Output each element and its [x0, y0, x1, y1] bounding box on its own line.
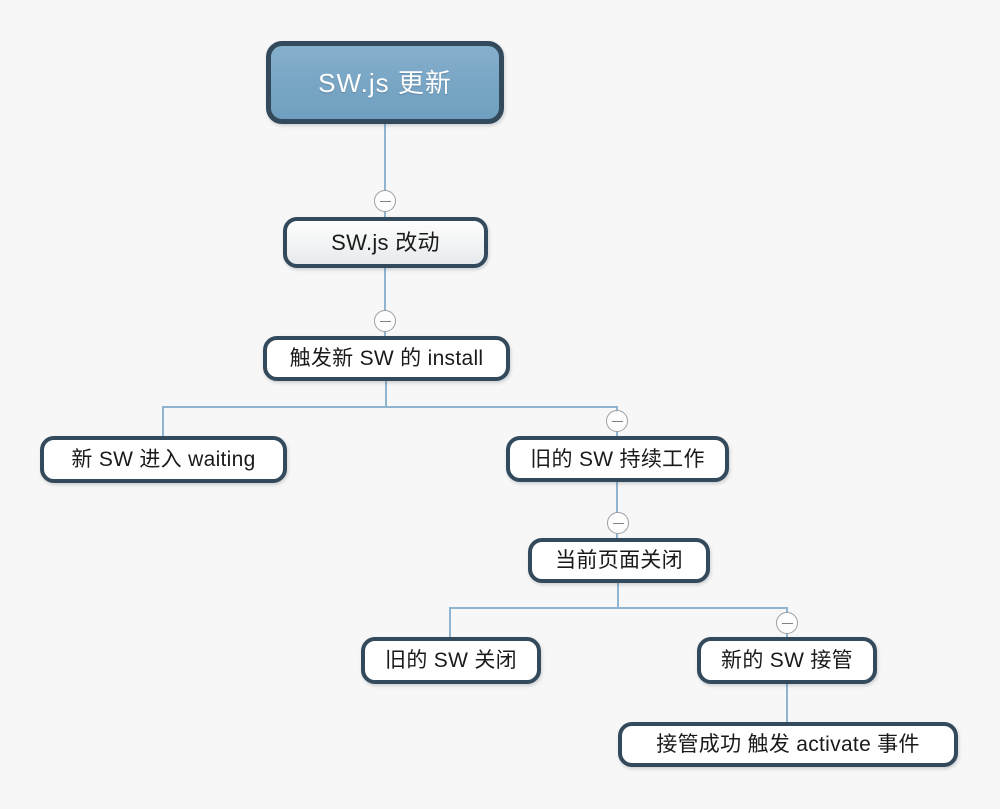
node-label: 旧的 SW 持续工作: [530, 447, 705, 471]
minus-circle-icon[interactable]: [374, 310, 396, 332]
node-label: SW.js 改动: [331, 229, 440, 255]
node-label: 新 SW 进入 waiting: [71, 448, 256, 471]
node-label: 旧的 SW 关闭: [385, 649, 517, 672]
node-takeover-triggers-activate[interactable]: 接管成功 触发 activate 事件: [618, 722, 958, 767]
node-trigger-new-sw-install[interactable]: 触发新 SW 的 install: [263, 336, 510, 381]
node-new-sw-waiting[interactable]: 新 SW 进入 waiting: [40, 436, 287, 483]
node-label: 接管成功 触发 activate 事件: [656, 733, 920, 756]
node-label: 当前页面关闭: [555, 549, 683, 572]
node-label: 新的 SW 接管: [721, 649, 853, 672]
node-new-sw-takes-over[interactable]: 新的 SW 接管: [697, 637, 877, 684]
connector-edge: [162, 380, 618, 437]
node-old-sw-keeps-working[interactable]: 旧的 SW 持续工作: [506, 436, 729, 482]
minus-circle-icon[interactable]: [607, 512, 629, 534]
node-current-page-closed[interactable]: 当前页面关闭: [528, 538, 710, 583]
minus-circle-icon[interactable]: [374, 190, 396, 212]
node-sw-js-update[interactable]: SW.js 更新: [266, 41, 504, 124]
node-label: SW.js 更新: [318, 67, 452, 98]
minus-circle-icon[interactable]: [776, 612, 798, 634]
node-sw-js-change[interactable]: SW.js 改动: [283, 217, 488, 268]
node-old-sw-closed[interactable]: 旧的 SW 关闭: [361, 637, 541, 684]
minus-circle-icon[interactable]: [606, 410, 628, 432]
connector-edge: [449, 582, 788, 638]
node-label: 触发新 SW 的 install: [289, 347, 484, 370]
